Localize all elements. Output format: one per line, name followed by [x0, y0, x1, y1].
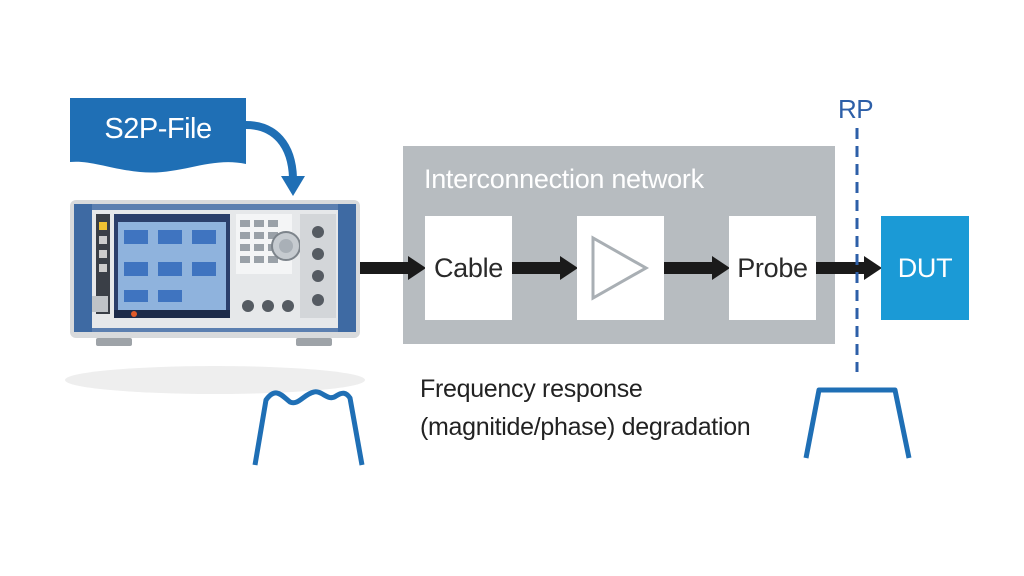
- s2p-file-banner: [70, 98, 246, 173]
- arrow-instrument-to-cable: [360, 256, 426, 280]
- dut-block: [881, 216, 969, 320]
- amplifier-icon: [591, 235, 650, 301]
- dut-label: DUT: [897, 252, 953, 283]
- cable-block: [425, 216, 512, 320]
- file-to-instrument-arrow: [245, 121, 297, 179]
- flat-response-icon: [803, 387, 912, 459]
- degraded-response-icon: [252, 389, 365, 466]
- frequency-response-caption: Frequency response (magnitide/phase) deg…: [420, 370, 751, 446]
- amplifier-block: [577, 216, 664, 320]
- caption-line-1: Frequency response: [420, 375, 643, 403]
- caption-line-2: (magnitide/phase) degradation: [420, 413, 751, 441]
- file-to-instrument-arrowhead: [281, 176, 305, 196]
- arrow-probe-to-dut: [816, 256, 882, 280]
- arrow-cable-to-amplifier: [512, 256, 578, 280]
- probe-block: [729, 216, 816, 320]
- probe-label: Probe: [737, 252, 808, 283]
- interconnection-network-title: Interconnection network: [424, 164, 704, 194]
- arrow-amplifier-to-probe: [664, 256, 730, 280]
- reference-plane-label: RP: [838, 94, 874, 124]
- cable-label: Cable: [433, 252, 504, 283]
- s2p-file-label: S2P-File: [104, 112, 212, 145]
- signal-generator-icon: [65, 200, 365, 394]
